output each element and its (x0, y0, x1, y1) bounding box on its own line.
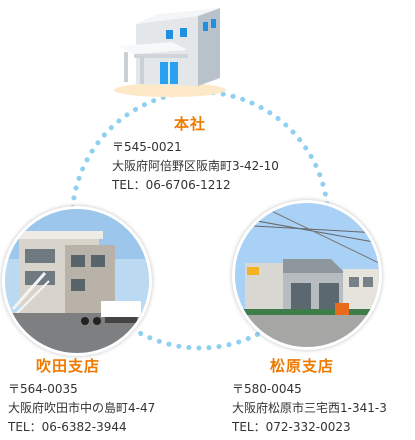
suita-branch-name: 吹田支店 (36, 357, 101, 375)
matsubara-branch-info: 松原支店 〒580-0045 大阪府松原市三宅西1-341-3 TEL：072-… (232, 356, 387, 437)
headquarters-tel: TEL：06-6706-1212 (112, 178, 231, 192)
suita-branch-postal: 〒564-0035 (8, 382, 78, 396)
matsubara-branch-postal: 〒580-0045 (232, 382, 302, 396)
matsubara-branch-name: 松原支店 (270, 357, 335, 375)
suita-branch-address: 大阪府吹田市中の島町4-47 (8, 401, 156, 415)
headquarters-address: 大阪府阿倍野区阪南町3-42-10 (112, 159, 279, 173)
headquarters-name: 本社 (174, 115, 207, 133)
suita-branch-info: 吹田支店 〒564-0035 大阪府吹田市中の島町4-47 TEL：06-638… (8, 356, 155, 437)
factory-photo (232, 200, 382, 350)
headquarters-info: 本社 〒545-0021 大阪府阿倍野区阪南町3-42-10 TEL：06-67… (112, 114, 279, 195)
suita-branch-tel: TEL：06-6382-3944 (8, 420, 127, 434)
matsubara-branch-address: 大阪府松原市三宅西1-341-3 (232, 401, 387, 415)
office-building-icon (114, 8, 226, 97)
headquarters-postal: 〒545-0021 (112, 140, 182, 154)
matsubara-branch-tel: TEL：072-332-0023 (232, 420, 351, 434)
building-photo (2, 206, 152, 356)
